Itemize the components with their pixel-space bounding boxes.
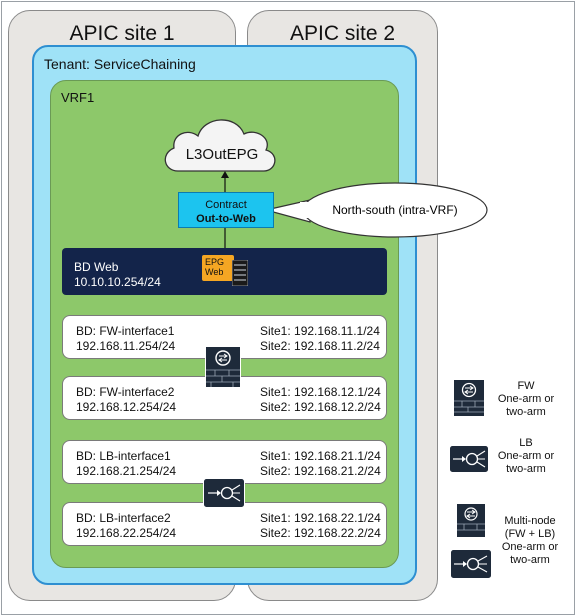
bd-site1-ip: Site1: 192.168.11.1/24 — [260, 324, 380, 338]
contract-name: Out-to-Web — [196, 213, 256, 225]
bd-name: BD: FW-interface2 — [76, 385, 175, 399]
bd-gateway: 192.168.22.254/24 — [76, 526, 177, 540]
load-balancer-icon[interactable] — [203, 478, 245, 508]
bd-gateway: 192.168.12.254/24 — [76, 400, 177, 414]
tenant-label: Tenant: ServiceChaining — [44, 56, 196, 72]
site-1-title: APIC site 1 — [69, 22, 175, 45]
bd-site1-ip: Site1: 192.168.22.1/24 — [260, 511, 381, 525]
legend-fw-title: FW — [517, 380, 535, 392]
legend-multi-line: (FW + LB) — [504, 528, 556, 540]
legend-multi-line: two-arm — [510, 554, 550, 566]
site-2-title: APIC site 2 — [289, 22, 396, 45]
bd-gateway: 192.168.21.254/24 — [76, 464, 177, 478]
bd-site2-ip: Site2: 192.168.22.2/24 — [260, 526, 381, 540]
bd-web-box[interactable]: BD Web 10.10.10.254/24 EPG Web — [62, 248, 387, 295]
legend-lb-line: two-arm — [506, 463, 546, 475]
legend-multi-node-text: Multi-node (FW + LB) One-arm or two-arm — [486, 515, 574, 567]
bd-web-name: BD Web — [74, 260, 119, 274]
contract-label: Contract — [205, 199, 247, 211]
north-south-bubble — [265, 182, 488, 238]
legend-load-balancer-icon — [449, 445, 489, 473]
bd-web-gateway: 10.10.10.254/24 — [74, 275, 161, 289]
epg-name: Web — [205, 267, 224, 277]
legend-fw-text: FW One-arm or two-arm — [486, 380, 566, 419]
firewall-icon[interactable] — [205, 346, 241, 388]
bd-lb-interface2[interactable]: BD: LB-interface2 192.168.22.254/24 Site… — [62, 502, 387, 546]
bd-gateway: 192.168.11.254/24 — [76, 339, 176, 353]
bd-name: BD: LB-interface1 — [76, 449, 171, 463]
legend-lb-title: LB — [519, 437, 533, 449]
legend-fw-line: One-arm or — [497, 393, 555, 405]
legend-multi-title: Multi-node — [504, 515, 556, 527]
north-south-label: North-south (intra-VRF) — [332, 203, 457, 217]
cloud-icon — [164, 119, 276, 172]
bd-site1-ip: Site1: 192.168.12.1/24 — [260, 385, 381, 399]
legend-multi-node-icon — [450, 503, 492, 579]
contract-box[interactable]: Contract Out-to-Web — [178, 192, 274, 228]
server-icon — [232, 260, 248, 286]
bd-site2-ip: Site2: 192.168.21.2/24 — [260, 464, 381, 478]
bd-site2-ip: Site2: 192.168.11.2/24 — [260, 339, 380, 353]
bd-name: BD: LB-interface2 — [76, 511, 171, 525]
legend-lb-line: One-arm or — [497, 450, 555, 462]
bd-site1-ip: Site1: 192.168.21.1/24 — [260, 449, 381, 463]
epg-label: EPG — [205, 257, 225, 267]
legend-firewall-icon — [453, 379, 485, 417]
legend-multi-line: One-arm or — [501, 541, 559, 553]
bd-site2-ip: Site2: 192.168.12.2/24 — [260, 400, 381, 414]
epg-web-badge[interactable]: EPG Web — [202, 255, 234, 281]
bd-lb-interface1[interactable]: BD: LB-interface1 192.168.21.254/24 Site… — [62, 440, 387, 484]
l3out-label: L3OutEPG — [186, 146, 259, 163]
legend-fw-line: two-arm — [506, 406, 546, 418]
bd-name: BD: FW-interface1 — [76, 324, 175, 338]
legend-lb-text: LB One-arm or two-arm — [486, 437, 566, 476]
cloud-arrowhead — [221, 171, 229, 178]
vrf-label: VRF1 — [61, 90, 95, 105]
